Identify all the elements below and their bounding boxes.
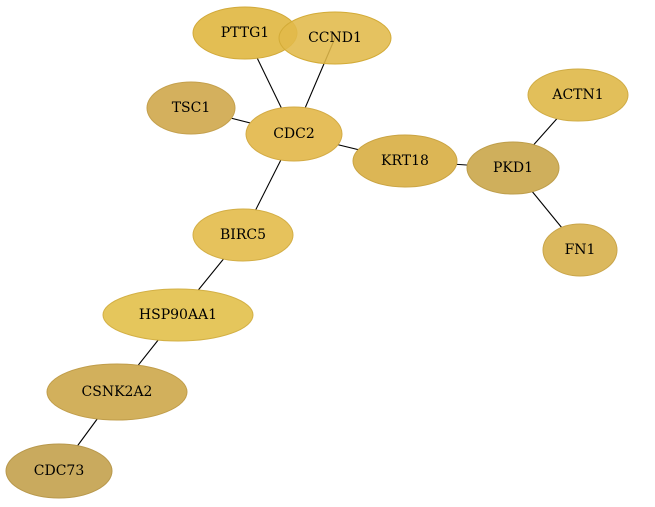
node-label-actn1: ACTN1 [551,87,603,103]
node-ellipse-tsc1 [146,81,236,135]
node-ellipse-pkd1 [466,141,560,195]
node-ellipse-cdc73 [5,443,113,499]
node-csnk2a2[interactable]: CSNK2A2 [46,363,188,421]
node-ellipse-cdc2 [245,106,343,162]
node-krt18[interactable]: KRT18 [352,134,458,188]
node-cdc73[interactable]: CDC73 [5,443,113,499]
node-label-hsp90aa1: HSP90AA1 [139,307,217,323]
node-label-tsc1: TSC1 [172,100,211,116]
node-ellipse-ccnd1 [278,11,392,65]
node-label-fn1: FN1 [565,242,596,258]
node-hsp90aa1[interactable]: HSP90AA1 [102,288,254,342]
node-label-krt18: KRT18 [381,153,429,169]
node-pttg1[interactable]: PTTG1 [192,6,298,60]
node-label-cdc73: CDC73 [34,463,84,479]
node-label-cdc2: CDC2 [273,126,315,142]
node-pkd1[interactable]: PKD1 [466,141,560,195]
node-label-pttg1: PTTG1 [221,25,269,41]
node-label-ccnd1: CCND1 [308,30,362,46]
node-ellipse-hsp90aa1 [102,288,254,342]
node-label-birc5: BIRC5 [220,227,266,243]
node-ccnd1[interactable]: CCND1 [278,11,392,65]
node-ellipse-fn1 [542,223,618,277]
node-ellipse-csnk2a2 [46,363,188,421]
node-actn1[interactable]: ACTN1 [527,68,629,122]
node-ellipse-birc5 [192,208,294,262]
node-cdc2[interactable]: CDC2 [245,106,343,162]
node-ellipse-krt18 [352,134,458,188]
node-birc5[interactable]: BIRC5 [192,208,294,262]
node-fn1[interactable]: FN1 [542,223,618,277]
node-label-csnk2a2: CSNK2A2 [82,384,153,400]
node-ellipse-actn1 [527,68,629,122]
node-tsc1[interactable]: TSC1 [146,81,236,135]
node-label-pkd1: PKD1 [493,160,533,176]
